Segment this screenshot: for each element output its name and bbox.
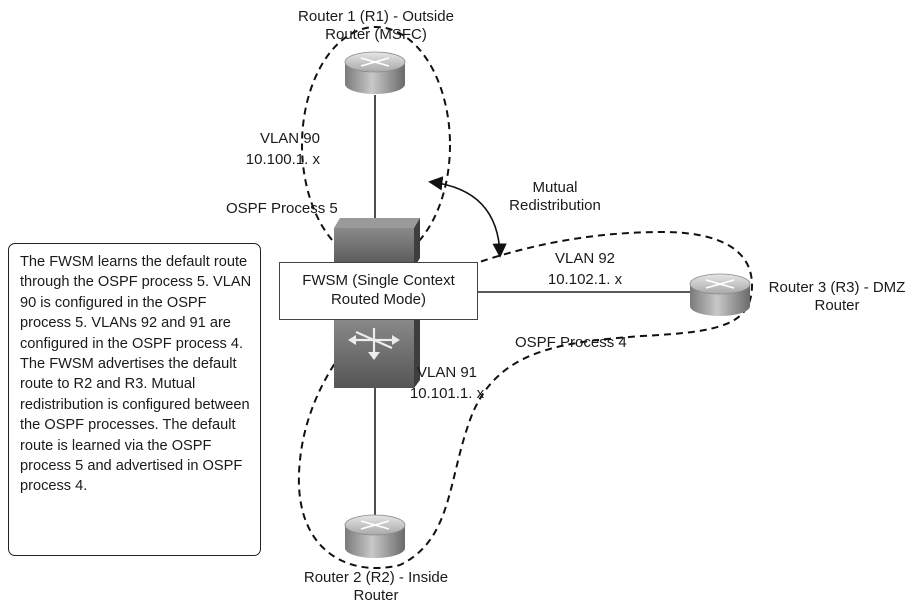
vlan91-name: VLAN 91 xyxy=(416,364,478,381)
vlan92-subnet: 10.102.1. x xyxy=(547,271,623,288)
explanation-note: The FWSM learns the default route throug… xyxy=(8,243,261,556)
router-r1-icon xyxy=(344,51,406,94)
ospf-process-5-label: OSPF Process 5 xyxy=(226,200,338,217)
router-r1-label: Router 1 (R1) - Outside Router (MSFC) xyxy=(298,8,454,43)
vlan90-subnet: 10.100.1. x xyxy=(245,151,320,168)
router-r3-label: Router 3 (R3) - DMZ Router xyxy=(768,279,906,314)
vlan90-name: VLAN 90 xyxy=(259,130,320,147)
fwsm-label: FWSM (Single Context Routed Mode) xyxy=(302,272,455,308)
ospf-process-5-boundary xyxy=(301,26,451,264)
router-r2-label: Router 2 (R2) - Inside Router xyxy=(303,569,449,604)
ospf-process-4-boundary xyxy=(297,230,754,569)
mutual-redistribution-arrow xyxy=(428,176,507,258)
ospf-process-4-label: OSPF Process 4 xyxy=(515,334,627,351)
vlan92-name: VLAN 92 xyxy=(554,250,616,267)
router-r3-icon xyxy=(689,273,751,316)
router-r2-icon xyxy=(344,514,406,558)
mutual-redistribution-label: Mutual Redistribution xyxy=(509,179,601,214)
vlan91-subnet: 10.101.1. x xyxy=(409,385,485,402)
fwsm-switch-icon xyxy=(334,218,420,388)
explanation-note-text: The FWSM learns the default route throug… xyxy=(20,254,252,495)
fwsm-label-box: FWSM (Single Context Routed Mode) xyxy=(279,262,478,320)
